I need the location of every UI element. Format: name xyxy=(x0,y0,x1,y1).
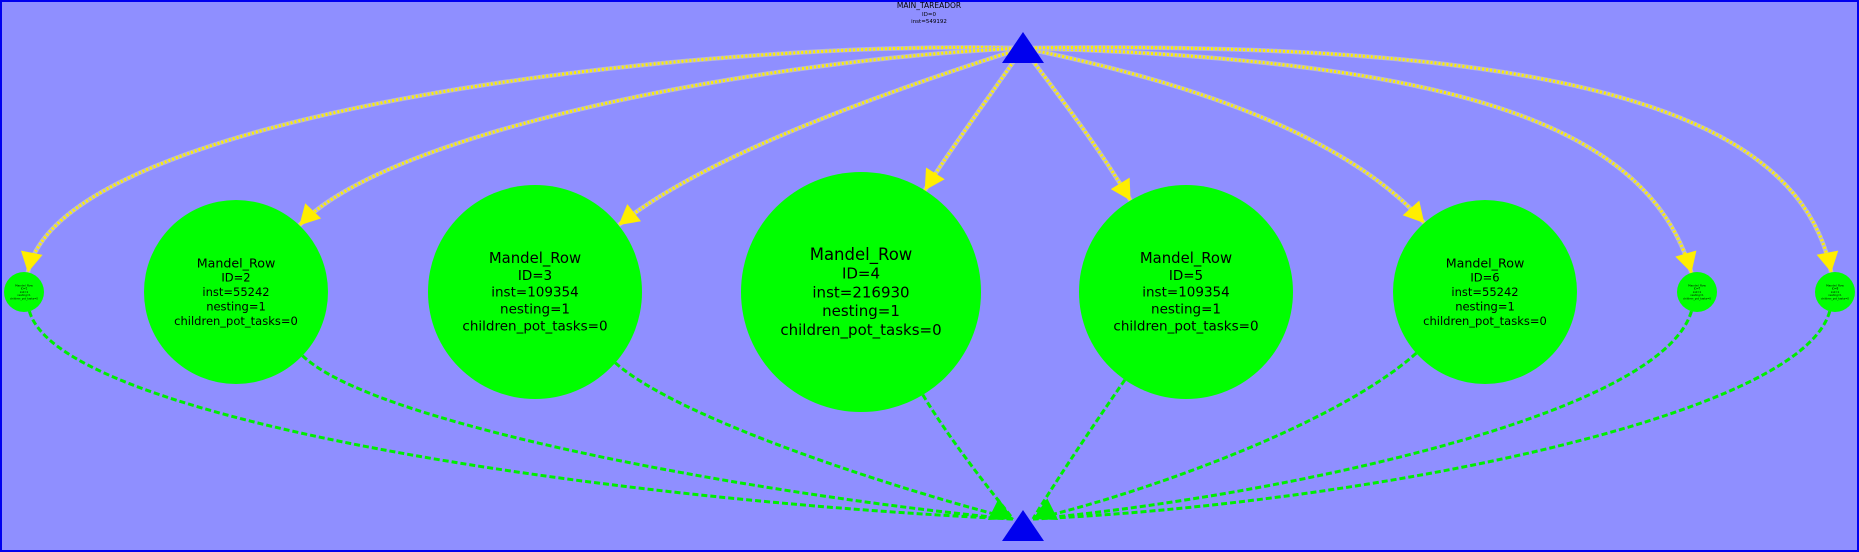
create-edge xyxy=(1022,46,1693,274)
sync-edge-arrowhead-right xyxy=(1033,498,1059,520)
task-node-label-line: children_pot_tasks=0 xyxy=(1423,314,1547,328)
task-node-label-line: inst=1 xyxy=(1831,290,1840,294)
task-node-label-line: nesting=1 xyxy=(822,302,900,320)
task-node: Mandel_RowID=1inst=1nesting=1children_po… xyxy=(4,272,44,312)
root-label-line-3: inst=549192 xyxy=(911,19,947,25)
task-node: Mandel_RowID=3inst=109354nesting=1childr… xyxy=(428,185,642,399)
task-node-label-line: children_pot_tasks=0 xyxy=(780,321,941,340)
task-node-label-line: Mandel_Row xyxy=(197,255,276,270)
task-node-label-line: nesting=1 xyxy=(17,293,31,297)
create-edge xyxy=(617,46,1024,227)
task-node-circle xyxy=(4,272,44,312)
task-node-circle xyxy=(1079,185,1293,399)
create-edge-arrowhead xyxy=(20,250,43,273)
task-node-label-line: nesting=1 xyxy=(1828,293,1842,297)
sync-edge xyxy=(1031,378,1127,520)
task-node: Mandel_RowID=7inst=1nesting=1children_po… xyxy=(1677,272,1717,312)
task-node-label-line: nesting=1 xyxy=(206,299,266,313)
task-node-label-line: ID=7 xyxy=(1694,287,1701,291)
task-node-label-line: children_pot_tasks=0 xyxy=(462,318,607,334)
sync-edge xyxy=(1032,352,1418,521)
task-node-label-line: inst=216930 xyxy=(812,283,909,301)
task-node: Mandel_RowID=6inst=55242nesting=1childre… xyxy=(1393,200,1577,384)
task-node-label-line: ID=5 xyxy=(1169,268,1203,284)
nodes-layer: Mandel_RowID=1inst=1nesting=1children_po… xyxy=(4,32,1855,541)
task-node-label-line: ID=2 xyxy=(221,271,250,285)
task-node-circle xyxy=(1393,200,1577,384)
edges-layer xyxy=(20,45,1839,521)
sync-edge xyxy=(614,361,1014,521)
create-edge-arrowhead xyxy=(1675,250,1697,273)
task-node-label-line: Mandel_Row xyxy=(1826,283,1844,287)
task-node-circle xyxy=(741,172,981,412)
task-node-label-line: Mandel_Row xyxy=(15,283,33,287)
create-edge xyxy=(1021,47,1132,202)
sync-edge xyxy=(1032,310,1693,521)
task-node-label-line: children_pot_tasks=0 xyxy=(1113,318,1258,334)
task-node-label-line: Mandel_Row xyxy=(1446,255,1525,270)
task-node-circle xyxy=(1815,272,1855,312)
task-node-circle xyxy=(1677,272,1717,312)
task-node-label-line: children_pot_tasks=0 xyxy=(1821,296,1849,300)
task-node-label-line: Mandel_Row xyxy=(1140,249,1232,267)
task-node-label-line: nesting=1 xyxy=(1455,299,1515,313)
task-node-label-line: Mandel_Row xyxy=(489,249,581,267)
task-node-label-line: children_pot_tasks=0 xyxy=(1683,296,1711,300)
task-node-label-line: children_pot_tasks=0 xyxy=(10,296,38,300)
root-label-line-1: MAIN_TAREADOR xyxy=(897,1,961,10)
task-node-circle xyxy=(428,185,642,399)
task-node-label-line: Mandel_Row xyxy=(810,245,913,265)
create-edge-arrowhead xyxy=(1816,250,1839,273)
task-node: Mandel_RowID=2inst=55242nesting=1childre… xyxy=(144,200,328,384)
task-node-label-line: inst=1 xyxy=(20,290,29,294)
task-node-circle xyxy=(144,200,328,384)
root-node-triangle xyxy=(1002,32,1044,63)
task-node-label-line: inst=109354 xyxy=(1142,285,1229,301)
sync-edge xyxy=(1032,310,1832,521)
task-node: Mandel_RowID=4inst=216930nesting=1childr… xyxy=(741,172,981,412)
task-node-label-line: nesting=1 xyxy=(1151,302,1221,318)
create-edge xyxy=(923,47,1025,192)
task-node-label-line: Mandel_Row xyxy=(1688,283,1706,287)
root-label-line-2: ID=0 xyxy=(922,12,936,18)
task-node-label-line: ID=6 xyxy=(1470,271,1499,285)
create-edge-arrowhead xyxy=(299,203,322,226)
task-node-label-line: inst=55242 xyxy=(1451,285,1518,299)
sync-edge-arrowhead-left xyxy=(987,498,1013,520)
sync-edge xyxy=(27,310,1014,521)
create-edge-arrowhead xyxy=(618,204,642,226)
task-node-label-line: ID=8 xyxy=(1832,287,1839,291)
create-edge-arrowhead xyxy=(924,167,945,191)
task-node-label-line: children_pot_tasks=0 xyxy=(174,314,298,328)
task-node-label-line: ID=4 xyxy=(842,265,880,283)
task-node: Mandel_RowID=8inst=1nesting=1children_po… xyxy=(1815,272,1855,312)
task-node-label-line: inst=1 xyxy=(1693,290,1702,294)
sink-node-triangle xyxy=(1002,510,1044,541)
task-node-label-line: nesting=1 xyxy=(500,302,570,318)
task-node-label-line: inst=109354 xyxy=(491,285,578,301)
task-node-label-line: ID=3 xyxy=(518,268,552,284)
task-node-label-line: inst=55242 xyxy=(202,285,269,299)
create-edge xyxy=(1022,46,1426,224)
create-edge-arrowhead xyxy=(1402,200,1425,223)
task-node: Mandel_RowID=5inst=109354nesting=1childr… xyxy=(1079,185,1293,399)
root-label: MAIN_TAREADOR ID=0 inst=549192 xyxy=(897,1,961,25)
task-node-label-line: ID=1 xyxy=(21,287,28,291)
task-node-label-line: nesting=1 xyxy=(1690,293,1704,297)
create-edge xyxy=(26,45,1024,273)
sync-edge xyxy=(301,354,1014,521)
create-edge-arrowhead xyxy=(1110,177,1131,201)
create-edge-outline xyxy=(297,45,1024,227)
create-edge xyxy=(1022,45,1833,273)
